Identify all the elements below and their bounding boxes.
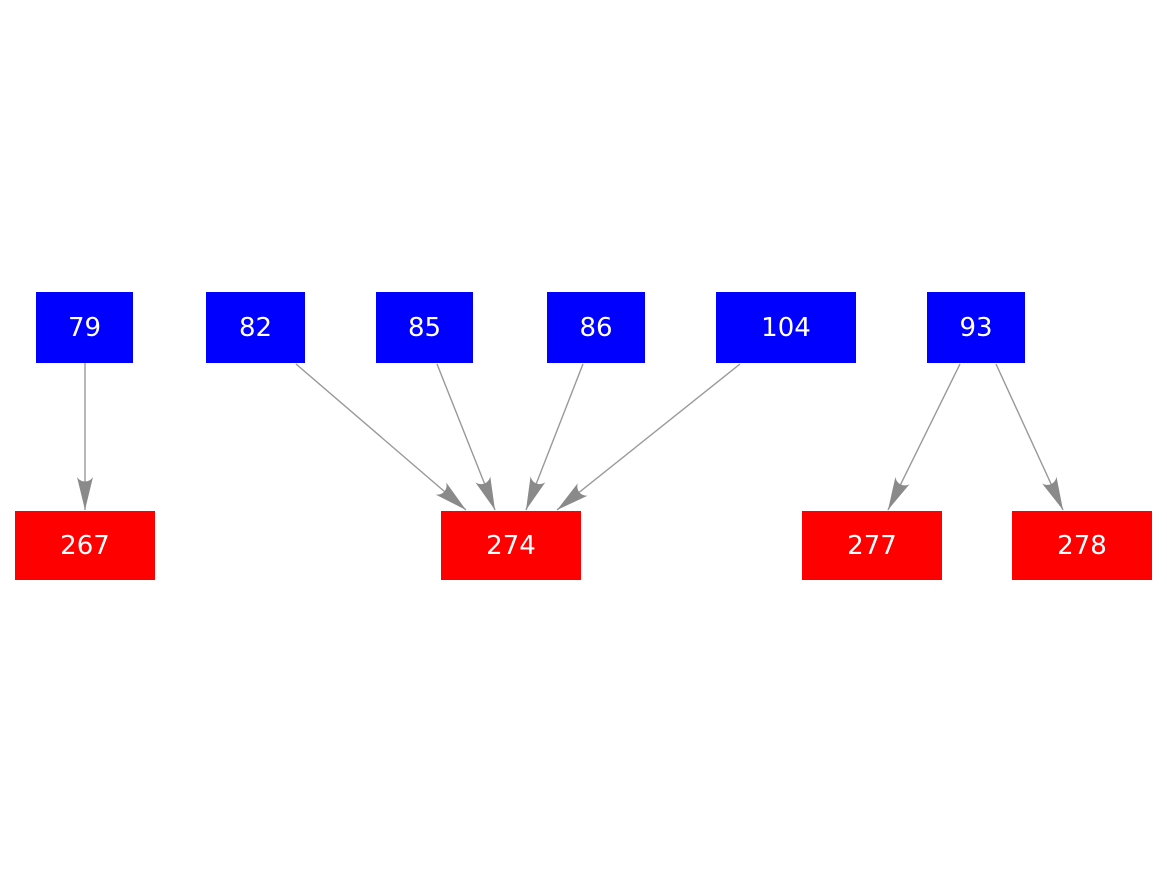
edge-104-274 xyxy=(556,363,741,511)
node-278: 278 xyxy=(1012,511,1152,580)
edge-86-274 xyxy=(525,363,584,511)
node-274: 274 xyxy=(441,511,581,580)
node-277: 277 xyxy=(802,511,942,580)
node-82: 82 xyxy=(206,292,305,363)
edge-85-274 xyxy=(436,363,496,511)
edge-93-278 xyxy=(995,363,1064,511)
node-86: 86 xyxy=(547,292,645,363)
node-93: 93 xyxy=(927,292,1025,363)
node-85: 85 xyxy=(376,292,473,363)
edge-93-277 xyxy=(887,363,961,511)
node-104: 104 xyxy=(716,292,856,363)
node-267: 267 xyxy=(15,511,155,580)
node-79: 79 xyxy=(36,292,133,363)
edge-82-274 xyxy=(295,363,467,511)
